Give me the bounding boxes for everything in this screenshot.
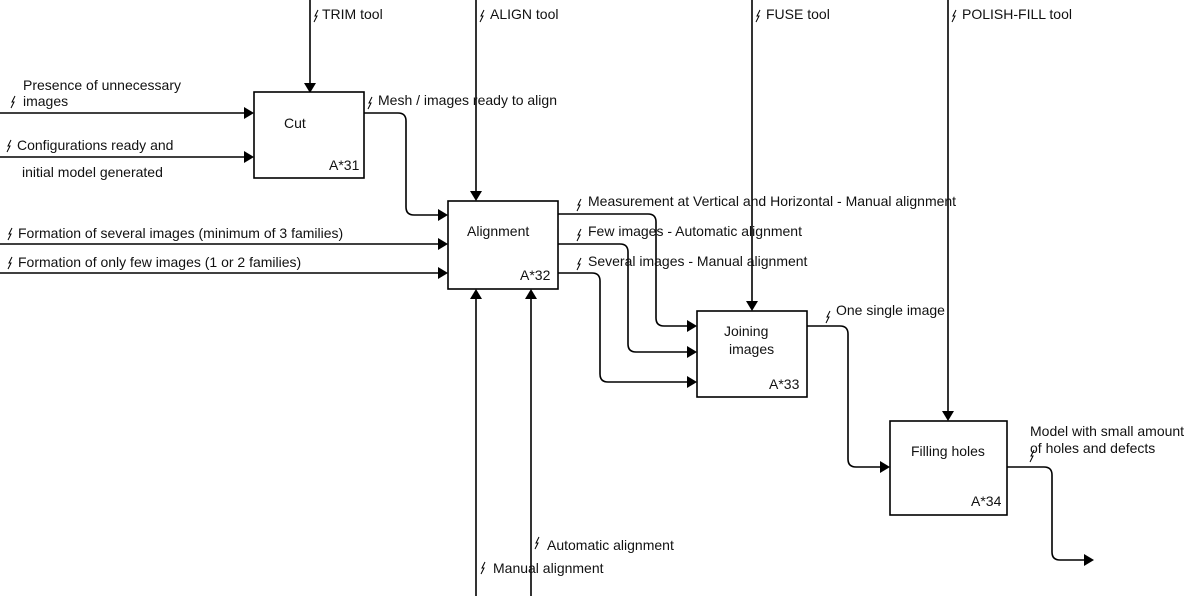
flow-mesh-ready-label: Mesh / images ready to align — [378, 92, 557, 108]
flow-one-image: One single image — [807, 302, 945, 473]
flow-output-label-2: of holes and defects — [1030, 440, 1155, 456]
box-filling-holes: Filling holes A*34 — [889, 420, 1008, 516]
input-unnecessary-images: Presence of unnecessary images — [0, 77, 254, 119]
box-filling-title: Filling holes — [911, 443, 985, 459]
flow-output: Model with small amount of holes and def… — [1007, 423, 1184, 566]
input-configs-label-1: Configurations ready and — [17, 137, 173, 153]
input-configs-label-2: initial model generated — [22, 164, 163, 180]
box-joining: Joining images A*33 — [696, 310, 808, 398]
box-joining-title-1: Joining — [724, 323, 768, 339]
flow-measurement-label: Measurement at Vertical and Horizontal -… — [588, 193, 956, 209]
flow-several-manual-label: Several images - Manual alignment — [588, 253, 808, 269]
align-tool-control: ALIGN tool — [470, 0, 558, 201]
input-few-families-label: Formation of only few images (1 or 2 fam… — [18, 254, 301, 270]
box-cut-title: Cut — [284, 115, 306, 131]
flow-few-auto-label: Few images - Automatic alignment — [588, 223, 802, 239]
input-few-families: Formation of only few images (1 or 2 fam… — [0, 254, 448, 279]
flow-few-auto: Few images - Automatic alignment — [558, 223, 802, 358]
box-joining-title-2: images — [729, 341, 774, 357]
mechanism-automatic-label: Automatic alignment — [547, 537, 674, 553]
mechanism-manual-label: Manual alignment — [493, 560, 604, 576]
trim-tool-label: TRIM tool — [322, 6, 383, 22]
polish-tool-label: POLISH-FILL tool — [962, 6, 1072, 22]
box-joining-code: A*33 — [769, 376, 800, 392]
fuse-tool-control: FUSE tool — [746, 0, 830, 311]
box-alignment: Alignment A*32 — [447, 200, 559, 290]
mechanism-manual: Manual alignment — [470, 289, 604, 596]
input-configurations: Configurations ready and initial model g… — [0, 137, 254, 180]
flow-measurement: Measurement at Vertical and Horizontal -… — [558, 193, 956, 332]
box-cut: Cut A*31 — [253, 91, 365, 179]
flow-one-image-label: One single image — [836, 302, 945, 318]
trim-tool-control: TRIM tool — [304, 0, 383, 93]
input-several-families-label: Formation of several images (minimum of … — [18, 225, 343, 241]
box-cut-code: A*31 — [329, 157, 360, 173]
flow-output-label-1: Model with small amount — [1030, 423, 1184, 439]
align-tool-label: ALIGN tool — [490, 6, 558, 22]
box-alignment-code: A*32 — [520, 267, 551, 283]
input-unnecessary-label-1: Presence of unnecessary — [23, 77, 181, 93]
mechanism-automatic: Automatic alignment — [525, 289, 674, 596]
flow-mesh-ready: Mesh / images ready to align — [364, 92, 557, 221]
box-filling-code: A*34 — [971, 493, 1002, 509]
flow-several-manual: Several images - Manual alignment — [558, 253, 808, 388]
input-several-families: Formation of several images (minimum of … — [0, 225, 448, 250]
box-alignment-title: Alignment — [467, 223, 529, 239]
fuse-tool-label: FUSE tool — [766, 6, 830, 22]
input-unnecessary-label-2: images — [23, 93, 68, 109]
polish-tool-control: POLISH-FILL tool — [942, 0, 1072, 421]
